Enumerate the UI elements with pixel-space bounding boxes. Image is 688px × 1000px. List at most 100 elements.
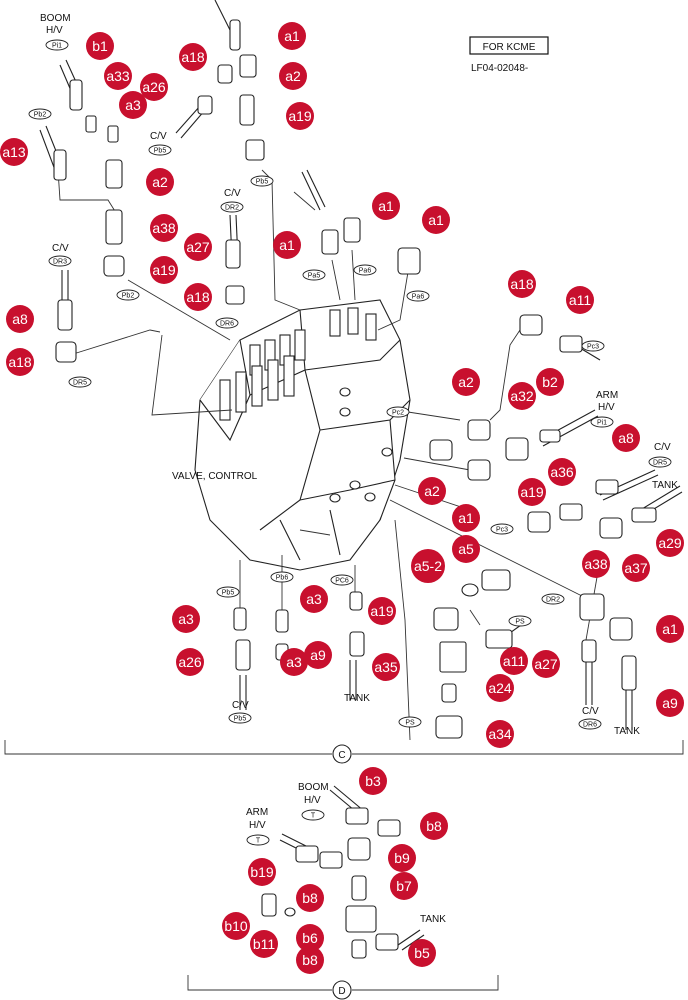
port-tag-text: Pb2	[34, 112, 47, 119]
part-callout-a2: a2	[279, 62, 307, 90]
callout-badge	[388, 844, 416, 872]
part-callout-a27b: a27	[532, 650, 560, 678]
port-tag-text: Pc2	[392, 410, 404, 417]
callout-text: a2	[458, 374, 474, 390]
port-tag-text: Pb5	[256, 179, 269, 186]
part-callout-a36: a36	[548, 458, 576, 486]
callout-badge	[536, 368, 564, 396]
callout-badge	[146, 168, 174, 196]
port-tag-oval	[250, 175, 274, 187]
part-callout-b3: b3	[359, 767, 387, 795]
callout-text: a19	[288, 108, 312, 124]
callout-text: a18	[181, 49, 205, 65]
diagram-label: BOOM	[40, 13, 71, 24]
callout-text: a8	[12, 311, 28, 327]
callout-badge	[184, 233, 212, 261]
port-tag-oval	[28, 108, 52, 120]
callout-text: a35	[374, 659, 398, 675]
part-callout-a18: a18	[179, 43, 207, 71]
section-brackets	[4, 740, 684, 1000]
part-callout-a34: a34	[486, 720, 514, 748]
part-callout-a35: a35	[372, 653, 400, 681]
part-callout-a38: a38	[150, 214, 178, 242]
port-tag-oval	[45, 39, 69, 51]
port-tag-text: DR2	[225, 205, 239, 212]
part-callout-a37: a37	[622, 554, 650, 582]
port-tag-oval	[590, 416, 614, 428]
callout-text: a1	[284, 28, 300, 44]
callout-text: a19	[370, 603, 394, 619]
callout-text: a1	[378, 198, 394, 214]
callout-text: a18	[510, 276, 534, 292]
port-tag-oval	[398, 716, 422, 728]
callout-text: b2	[542, 374, 558, 390]
callout-text: a19	[520, 484, 544, 500]
port-tag-text: PS	[515, 619, 525, 626]
port-tag: Pc3	[490, 523, 514, 535]
callout-badge	[622, 554, 650, 582]
port-tag-text: Pa6	[359, 268, 372, 275]
callout-badge	[368, 597, 396, 625]
port-tag-oval	[68, 376, 92, 388]
callout-badge	[422, 206, 450, 234]
callout-text: a5	[458, 541, 474, 557]
port-tag: PC6	[330, 574, 354, 586]
part-callout-a27: a27	[184, 233, 212, 261]
port-tag-oval	[116, 289, 140, 301]
port-tag-oval	[301, 809, 325, 821]
callout-text: b11	[253, 936, 276, 952]
callout-text: a1	[458, 510, 474, 526]
callout-text: a8	[618, 430, 634, 446]
part-callout-a18c: a18	[6, 348, 34, 376]
callout-badge	[6, 348, 34, 376]
callout-badge	[119, 91, 147, 119]
callout-badge	[420, 812, 448, 840]
part-callout-a1b: a1	[372, 192, 400, 220]
callout-text: a9	[662, 695, 678, 711]
callout-badge	[300, 585, 328, 613]
callout-text: a2	[285, 68, 301, 84]
callout-text: b10	[224, 918, 248, 934]
callout-badge	[0, 138, 28, 166]
callout-badge	[273, 231, 301, 259]
port-tag: Pb2	[116, 289, 140, 301]
port-tag: Pa6	[406, 290, 430, 302]
callout-text: a1	[428, 212, 444, 228]
part-callout-a18b: a18	[184, 283, 212, 311]
callout-badge	[250, 930, 278, 958]
section-c-marker: C	[338, 750, 345, 761]
fittings	[53, 19, 657, 959]
port-tag-oval	[48, 255, 72, 267]
callout-text: b3	[365, 773, 381, 789]
callout-badge	[508, 382, 536, 410]
part-callout-a11b: a11	[500, 647, 528, 675]
port-tag: Pi1	[590, 416, 614, 428]
callout-badge	[179, 43, 207, 71]
port-tag: Pb2	[28, 108, 52, 120]
callout-text: a26	[178, 654, 202, 670]
port-tag-text: DR2	[546, 597, 560, 604]
port-tag-text: DR5	[73, 380, 87, 387]
callout-badge	[486, 674, 514, 702]
part-callout-a9: a9	[304, 641, 332, 669]
part-callout-a19b: a19	[150, 256, 178, 284]
callout-text: a1	[279, 237, 295, 253]
callout-text: a3	[306, 591, 322, 607]
port-tag-text: Pc3	[496, 527, 508, 534]
callout-badge	[140, 73, 168, 101]
port-tag-text: T	[256, 838, 261, 845]
port-tag-text: DR6	[583, 722, 597, 729]
kit-label-box	[469, 36, 549, 55]
port-tag: DR2	[541, 593, 565, 605]
part-callout-a19: a19	[286, 102, 314, 130]
port-tag: DR5	[648, 456, 672, 468]
port-tag-text: DR6	[220, 321, 234, 328]
callout-badge	[150, 214, 178, 242]
callout-text: a1	[662, 621, 678, 637]
control-valve-body	[194, 299, 411, 571]
callout-text: a13	[2, 144, 26, 160]
diagram-label: C/V	[654, 442, 671, 453]
callout-badge	[359, 767, 387, 795]
port-tag-oval	[302, 269, 326, 281]
